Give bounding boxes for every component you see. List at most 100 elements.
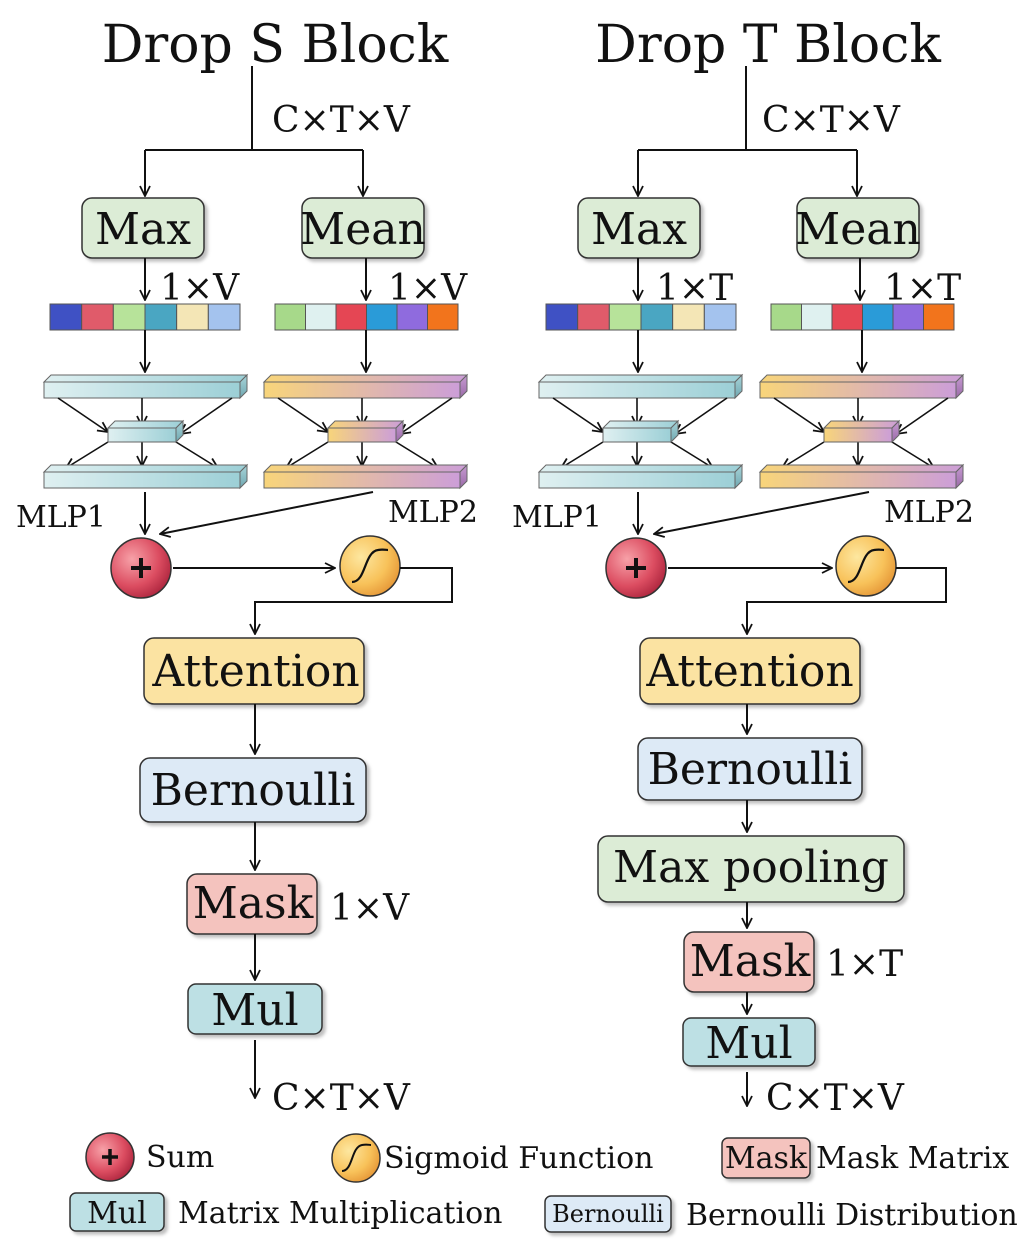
legend-sum: Sum <box>85 1132 214 1182</box>
bernoulli-node: Bernoulli <box>637 737 863 801</box>
feature-cell <box>672 303 705 331</box>
attention-label: Attention <box>151 646 359 697</box>
feature-vector-max <box>49 303 241 331</box>
mlp-hidden-layer <box>602 427 672 443</box>
max-pooling-label: Max pooling <box>613 842 889 893</box>
feature-cell <box>923 303 955 331</box>
mlp-hidden-layer-side <box>395 419 404 444</box>
drop-s-input-dim: C×T×V <box>272 100 411 141</box>
mlp-input-layer <box>263 381 461 399</box>
sum-node <box>110 537 172 599</box>
max-label: Max <box>95 204 191 255</box>
max-label: Max <box>591 204 687 255</box>
mlp-hidden-layer-top <box>326 420 405 429</box>
drop-t-block: Drop T Block C×T×V Max Mean 1×T 1×T MLP1… <box>512 15 974 1119</box>
edge-split <box>638 66 857 151</box>
attention-node: Attention <box>143 637 365 705</box>
edge-mlp2-to-sum <box>160 491 374 534</box>
max-node: Max <box>81 197 205 259</box>
mlp-connection <box>395 441 438 468</box>
edge-sigmoid-to-attention <box>747 567 947 634</box>
mlp-hidden-layer-top <box>822 420 901 429</box>
pool-dim-right: 1×T <box>884 268 961 309</box>
mlp-hidden-layer-top <box>106 420 185 429</box>
bernoulli-swatch <box>544 1195 672 1233</box>
bernoulli-label: Bernoulli <box>648 744 853 795</box>
feature-cell <box>801 303 833 331</box>
mean-label: Mean <box>795 204 921 255</box>
feature-cell <box>112 303 146 331</box>
mlp2-network <box>758 373 965 490</box>
feature-cell <box>608 303 642 331</box>
feature-cell <box>545 303 579 331</box>
attention-label: Attention <box>645 646 853 697</box>
sigmoid-node <box>339 535 401 597</box>
mlp-hidden-layer-side <box>670 419 679 444</box>
legend-bernoulli-label: Bernoulli Distribution <box>686 1198 1018 1233</box>
feature-cell <box>305 303 337 331</box>
legend-mask: Mask Mask Matrix <box>721 1137 1009 1179</box>
mul-label: Mul <box>705 1018 792 1069</box>
mlp-hidden-layer-top <box>601 420 680 429</box>
mlp1-network <box>42 373 249 490</box>
mlp-connection <box>175 441 218 468</box>
feature-cell <box>274 303 306 331</box>
feature-cell <box>49 303 83 331</box>
pool-dim-right: 1×V <box>388 268 468 309</box>
legend: Sum Sigmoid Function Mask Mask Matrix Mu… <box>69 1132 1018 1233</box>
legend-mask-box-label: Mask <box>725 1141 808 1176</box>
mlp-input-layer <box>538 381 736 399</box>
legend-sigmoid: Sigmoid Function <box>331 1133 654 1183</box>
mean-label: Mean <box>300 204 426 255</box>
mlp-input-layer-side <box>734 373 743 400</box>
mask-node: Mask <box>683 931 815 993</box>
feature-cell <box>831 303 863 331</box>
mask-label: Mask <box>690 936 811 987</box>
mlp-connection <box>561 441 604 468</box>
feature-cell <box>427 303 459 331</box>
drop-s-title: Drop S Block <box>102 15 449 75</box>
drop-t-title: Drop T Block <box>595 15 941 75</box>
legend-sum-label: Sum <box>146 1140 214 1175</box>
sigmoid-icon <box>331 1133 381 1183</box>
feature-cell <box>892 303 924 331</box>
drop-s-output-dim: C×T×V <box>272 1078 411 1119</box>
feature-cell <box>144 303 178 331</box>
mlp-connection <box>891 441 934 468</box>
mlp-output-layer <box>43 471 241 489</box>
drop-t-input-dim: C×T×V <box>762 100 901 141</box>
plus-icon <box>131 558 151 578</box>
mlp-connection <box>277 397 328 432</box>
mlp-input-layer-top <box>42 374 249 383</box>
mlp-input-layer-side <box>955 373 964 400</box>
mlp-connection <box>896 397 949 434</box>
mlp-output-layer-side <box>239 463 248 490</box>
mul-node: Mul <box>682 1017 816 1069</box>
mlp1-label: MLP1 <box>16 500 106 535</box>
mlp-connection <box>670 441 713 468</box>
mlp-input-layer-top <box>537 374 744 383</box>
bernoulli-node: Bernoulli <box>139 757 367 823</box>
sum-node <box>605 537 667 599</box>
sigmoid-curve-icon <box>351 548 389 584</box>
mlp-hidden-layer <box>823 427 893 443</box>
legend-mul: Mul Matrix Multiplication <box>69 1192 502 1232</box>
mul-label: Mul <box>211 985 298 1036</box>
mask-node: Mask <box>186 873 318 935</box>
legend-bernoulli: Bernoulli Bernoulli Distribution <box>544 1195 1018 1233</box>
mlp-output-layer <box>759 471 957 489</box>
mlp-hidden-layer-side <box>891 419 900 444</box>
mlp-output-layer-side <box>734 463 743 490</box>
bernoulli-label: Bernoulli <box>151 765 356 816</box>
mlp-connection <box>552 397 603 432</box>
plus-icon <box>626 558 646 578</box>
mlp-hidden-layer <box>107 427 177 443</box>
mlp-connection <box>773 397 824 432</box>
feature-cell <box>770 303 802 331</box>
mlp-output-layer-top <box>537 464 744 473</box>
sigmoid-curve-icon <box>847 548 885 584</box>
feature-cell <box>862 303 894 331</box>
mlp-output-layer-top <box>42 464 249 473</box>
mlp-hidden-layer <box>327 427 397 443</box>
drop-s-block: Drop S Block C×T×V Max Mean 1×V 1×V MLP1… <box>16 15 478 1119</box>
